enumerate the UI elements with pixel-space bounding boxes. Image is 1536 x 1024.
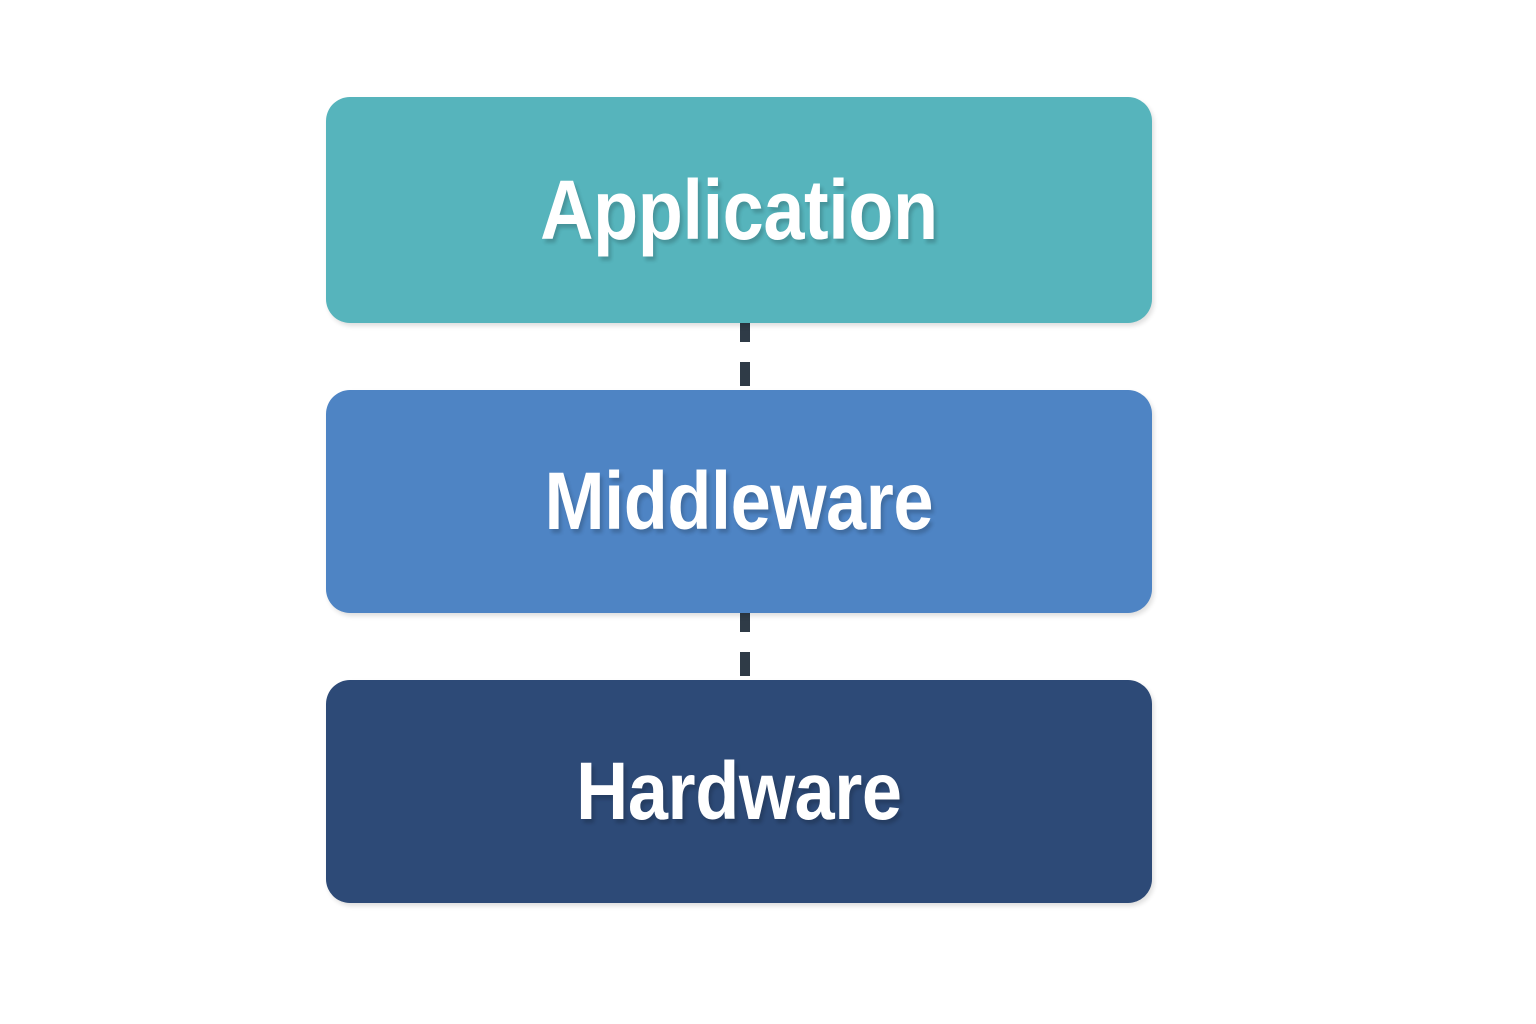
layer-label-hardware: Hardware [576, 745, 902, 837]
layer-box-hardware[interactable]: Hardware [326, 680, 1152, 903]
layer-box-middleware[interactable]: Middleware [326, 390, 1152, 613]
layer-label-middleware: Middleware [544, 455, 934, 547]
connector-application-middleware [740, 318, 750, 396]
layer-box-application[interactable]: Application [326, 97, 1152, 323]
connector-middleware-hardware [740, 608, 750, 686]
layer-label-application: Application [540, 163, 938, 257]
